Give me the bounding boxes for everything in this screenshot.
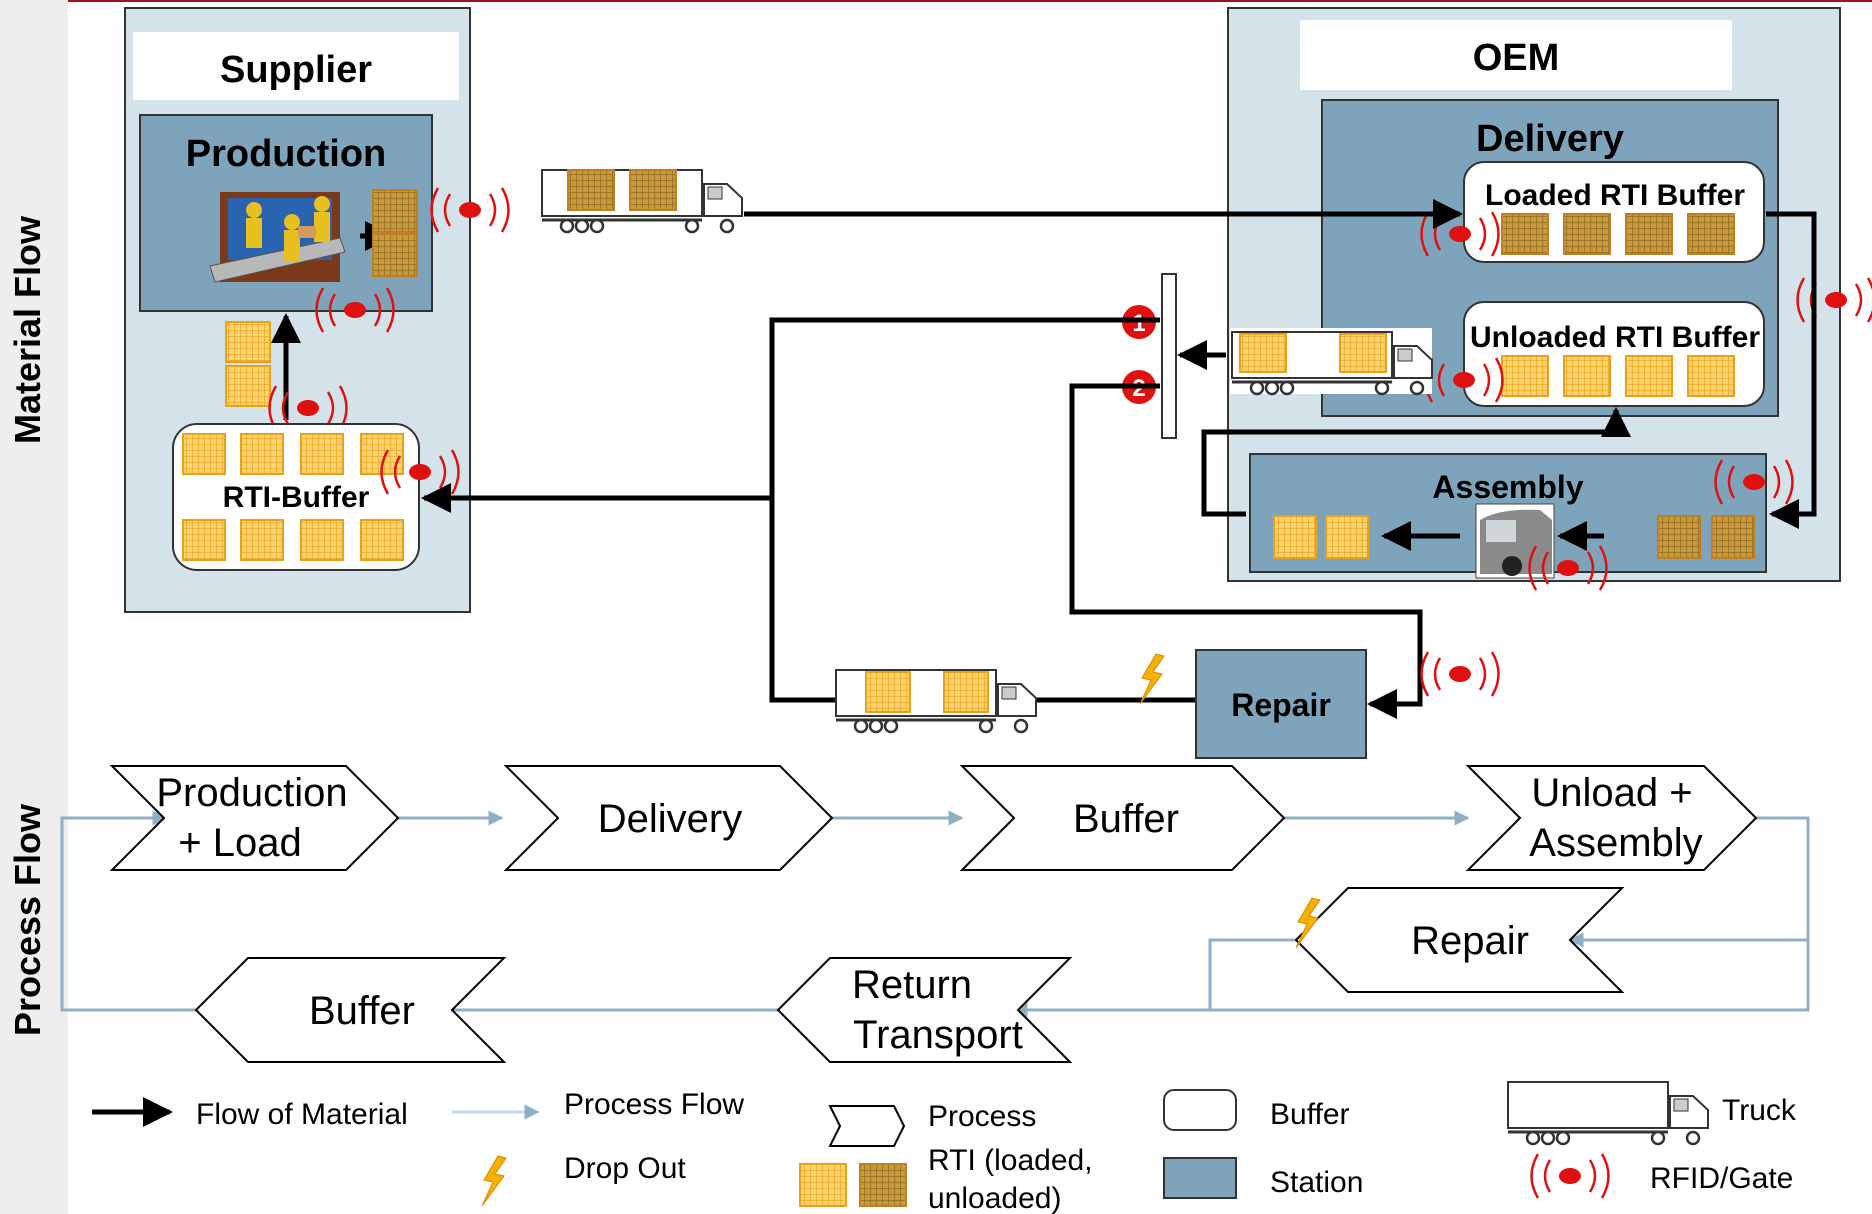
process-production-label-2: + Load bbox=[178, 821, 301, 865]
gate-1-label: 1 bbox=[1132, 310, 1145, 337]
side-bar bbox=[0, 0, 68, 1214]
process-buffer-oem bbox=[959, 765, 1286, 871]
rti-buffer bbox=[172, 423, 420, 571]
legend-drop-out-icon bbox=[481, 1155, 507, 1207]
legend-truck: Truck bbox=[1722, 1094, 1797, 1127]
legend-process-icon bbox=[828, 1105, 906, 1147]
process-buffer-supplier-label: Buffer bbox=[309, 989, 415, 1033]
process-delivery bbox=[503, 765, 834, 871]
car-assembly-icon bbox=[1475, 503, 1555, 579]
process-buffer-supplier bbox=[194, 957, 507, 1063]
legend-rti-2: unloaded) bbox=[928, 1182, 1061, 1214]
material-flow-label: Material Flow bbox=[7, 215, 48, 444]
legend-rfid-icon bbox=[1530, 1152, 1610, 1200]
process-return-label-1: Return bbox=[852, 963, 972, 1007]
legend-rfid: RFID/Gate bbox=[1650, 1162, 1793, 1195]
process-repair bbox=[1294, 887, 1625, 993]
legend-truck-icon bbox=[1506, 1080, 1710, 1146]
process-return-transport bbox=[776, 957, 1073, 1063]
drop-out-icon-repair bbox=[1139, 653, 1165, 705]
rti-containers-supplier bbox=[182, 433, 404, 561]
legend-buffer-icon bbox=[1163, 1089, 1237, 1131]
legend-drop-out: Drop Out bbox=[564, 1152, 686, 1185]
process-production-load bbox=[109, 765, 400, 871]
process-production-label-1: Production bbox=[156, 771, 347, 815]
production-title: Production bbox=[186, 133, 387, 175]
legend-station-icon bbox=[1163, 1157, 1237, 1199]
process-chevrons bbox=[109, 765, 1758, 1063]
oem-title: OEM bbox=[1473, 37, 1560, 79]
assembly-title: Assembly bbox=[1432, 469, 1583, 505]
delivery-title: Delivery bbox=[1476, 118, 1624, 160]
process-return-label-2: Transport bbox=[853, 1013, 1023, 1057]
rti-buffer-label: RTI-Buffer bbox=[223, 481, 370, 514]
rfid-gate bbox=[1161, 273, 1177, 439]
legend: Flow of Material Process Flow Drop Out P… bbox=[92, 1080, 1797, 1214]
legend-buffer: Buffer bbox=[1270, 1098, 1350, 1131]
process-unload-assembly bbox=[1465, 765, 1758, 871]
repair-station-label: Repair bbox=[1231, 687, 1331, 723]
process-repair-label: Repair bbox=[1411, 919, 1529, 963]
loaded-rti-buffer-label: Loaded RTI Buffer bbox=[1485, 179, 1745, 212]
process-buffer-oem-label: Buffer bbox=[1073, 797, 1179, 841]
legend-process: Process bbox=[928, 1100, 1036, 1133]
legend-rti-1: RTI (loaded, bbox=[928, 1144, 1093, 1177]
legend-station: Station bbox=[1270, 1166, 1363, 1199]
process-unload-label-2: Assembly bbox=[1529, 821, 1702, 865]
rfid-repair bbox=[1420, 650, 1500, 698]
legend-rti-loaded-icon bbox=[799, 1163, 847, 1207]
process-unload-label-1: Unload + bbox=[1531, 771, 1692, 815]
repair-station bbox=[1195, 649, 1367, 759]
material-flow-arrows bbox=[421, 199, 1817, 719]
legend-rti-unloaded-icon bbox=[859, 1163, 907, 1207]
process-flow-label: Process Flow bbox=[7, 803, 48, 1036]
workers-icon bbox=[209, 192, 346, 283]
unloaded-rti-buffer-label: Unloaded RTI Buffer bbox=[1470, 321, 1760, 354]
legend-flow-material: Flow of Material bbox=[196, 1098, 408, 1131]
process-flow-lines bbox=[60, 810, 1810, 1018]
process-delivery-label: Delivery bbox=[598, 797, 742, 841]
legend-process-flow: Process Flow bbox=[564, 1088, 744, 1121]
supplier-title: Supplier bbox=[220, 49, 372, 91]
